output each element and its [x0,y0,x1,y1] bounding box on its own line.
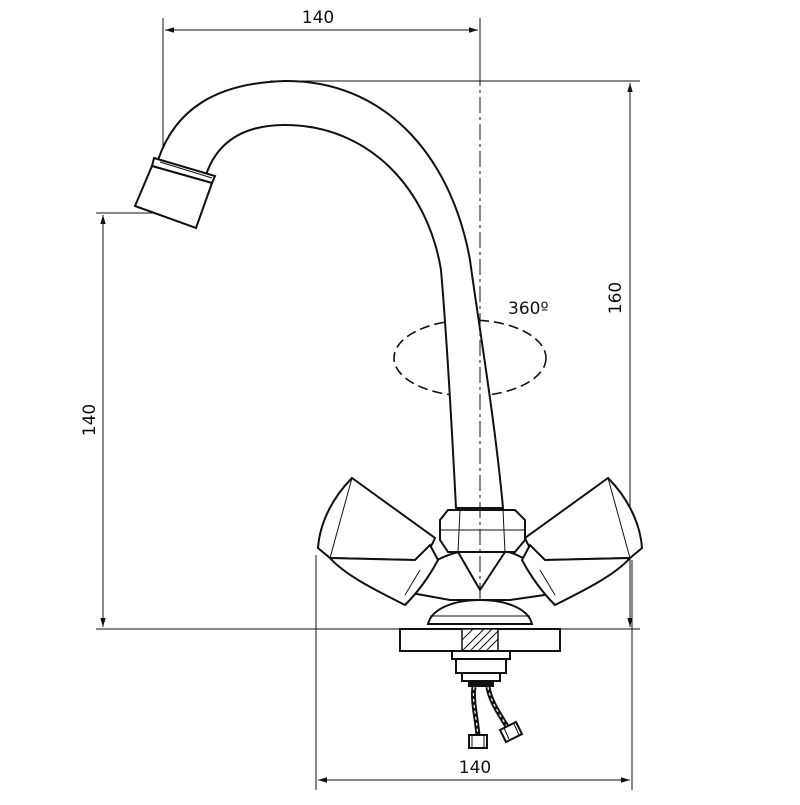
left-handle-lever [327,543,440,607]
nozzle-detail-line [159,161,213,179]
left-handle-top [316,476,437,562]
body-wedge [456,551,507,592]
dimension-spout-height: 140 [80,212,186,627]
shank-hatching [461,628,499,652]
dimension-label-right: 160 [606,282,626,314]
hose-right-fitting [498,720,524,744]
hose-left [471,686,481,736]
hose-left-fitting [468,734,488,749]
mounting-plate [399,628,561,652]
dimension-top-width: 140 [162,8,481,160]
collar-line-2 [457,509,461,553]
spout-body [156,79,505,509]
lock-nut-lower [461,672,501,682]
right-handle [520,476,644,607]
right-handle-top [523,476,644,562]
dimension-label-bottom: 140 [459,758,491,778]
supply-hoses [468,686,524,749]
right-handle-ridge [539,569,556,596]
body-dome [426,598,534,625]
right-handle-edge [607,477,631,559]
left-handle [316,476,440,607]
lock-nut-assembly [451,650,511,687]
left-handle-edge [329,477,353,559]
dimension-label-left: 140 [80,404,100,436]
spout-aerator [133,164,214,230]
spout-collar [439,509,526,553]
faucet-spout [133,79,505,509]
collar-line-3 [502,509,506,553]
dimension-base-width: 140 [315,555,633,790]
collar-nut [439,509,526,553]
rotation-label: 360º [508,299,548,319]
hose-right [485,686,511,730]
right-handle-lever [520,543,633,607]
lock-nut-washer [451,650,511,660]
hose-connector [468,681,494,687]
lock-nut [455,658,507,674]
left-handle-ridge [404,569,421,596]
dimension-label-top: 140 [302,8,334,28]
